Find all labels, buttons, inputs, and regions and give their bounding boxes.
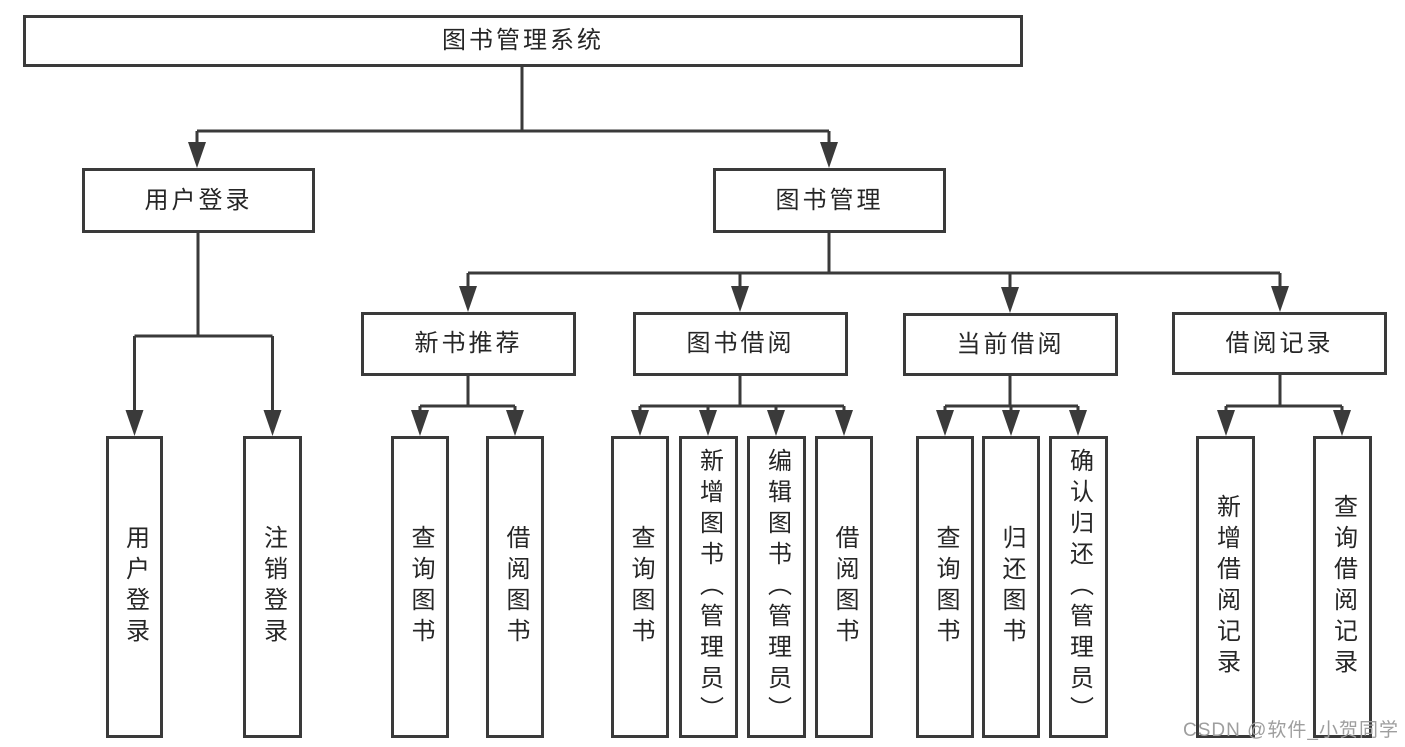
leaf-borrow-book-1-label: 借阅图书: [502, 525, 529, 649]
arrowhead-down-icon: [1217, 410, 1235, 436]
arrowhead-down-icon: [411, 410, 429, 436]
arrowhead-down-icon: [1001, 287, 1019, 313]
arrowhead-down-icon: [459, 286, 477, 312]
arrowhead-down-icon: [731, 286, 749, 312]
leaf-return-book-label: 归还图书: [998, 525, 1025, 649]
leaf-add-borrow-record: 新增借阅记录: [1196, 436, 1255, 738]
leaf-query-book-3: 查询图书: [916, 436, 974, 738]
leaf-borrow-book-2: 借阅图书: [815, 436, 873, 738]
arrowhead-down-icon: [820, 142, 838, 168]
leaf-user-login: 用户登录: [106, 436, 163, 738]
arrowhead-down-icon: [631, 410, 649, 436]
arrowhead-down-icon: [125, 410, 144, 436]
node-system-root-label: 图书管理系统: [442, 27, 604, 54]
arrowhead-down-icon: [835, 410, 853, 436]
leaf-query-book-3-label: 查询图书: [932, 525, 959, 649]
leaf-query-book-2: 查询图书: [611, 436, 669, 738]
node-book-borrow: 图书借阅: [633, 312, 848, 376]
leaf-edit-book-admin-label: 编辑图书（管理员）: [763, 447, 791, 727]
leaf-query-book-2-label: 查询图书: [627, 525, 654, 649]
arrowhead-down-icon: [936, 410, 954, 436]
node-book-management: 图书管理: [713, 168, 946, 233]
leaf-add-book-admin: 新增图书（管理员）: [679, 436, 738, 738]
leaf-user-login-label: 用户登录: [121, 525, 149, 649]
leaf-logout-label: 注销登录: [259, 525, 287, 649]
leaf-return-book: 归还图书: [982, 436, 1040, 738]
arrowhead-down-icon: [699, 410, 717, 436]
arrowhead-down-icon: [1069, 410, 1087, 436]
leaf-edit-book-admin: 编辑图书（管理员）: [747, 436, 806, 738]
node-current-borrow: 当前借阅: [903, 313, 1118, 376]
node-new-book-recommend-label: 新书推荐: [414, 330, 523, 357]
node-current-borrow-label: 当前借阅: [956, 330, 1065, 358]
leaf-query-book-1: 查询图书: [391, 436, 449, 738]
node-book-management-label: 图书管理: [775, 186, 884, 214]
leaf-logout: 注销登录: [243, 436, 302, 738]
leaf-borrow-book-1: 借阅图书: [486, 436, 544, 738]
leaf-borrow-book-2-label: 借阅图书: [831, 525, 858, 649]
arrowhead-down-icon: [1002, 410, 1020, 436]
csdn-watermark: CSDN @软件_小贺同学: [1183, 720, 1399, 741]
arrowhead-down-icon: [263, 410, 282, 436]
leaf-confirm-return-admin-label: 确认归还（管理员）: [1065, 447, 1093, 727]
node-user-login-label: 用户登录: [144, 186, 253, 214]
node-system-root: 图书管理系统: [23, 15, 1023, 67]
arrowhead-down-icon: [767, 410, 785, 436]
leaf-query-borrow-record-label: 查询借阅记录: [1329, 494, 1357, 680]
node-new-book-recommend: 新书推荐: [361, 312, 576, 376]
leaf-query-borrow-record: 查询借阅记录: [1313, 436, 1372, 738]
node-user-login: 用户登录: [82, 168, 315, 233]
node-book-borrow-label: 图书借阅: [686, 330, 795, 357]
leaf-query-book-1-label: 查询图书: [407, 525, 434, 649]
arrowhead-down-icon: [1271, 286, 1289, 312]
leaf-add-book-admin-label: 新增图书（管理员）: [695, 447, 723, 727]
arrowhead-down-icon: [188, 142, 206, 168]
arrowhead-down-icon: [506, 410, 524, 436]
leaf-add-borrow-record-label: 新增借阅记录: [1212, 494, 1240, 680]
leaf-confirm-return-admin: 确认归还（管理员）: [1049, 436, 1108, 738]
arrowhead-down-icon: [1333, 410, 1351, 436]
node-borrow-record-label: 借阅记录: [1225, 329, 1334, 357]
node-borrow-record: 借阅记录: [1172, 312, 1387, 375]
